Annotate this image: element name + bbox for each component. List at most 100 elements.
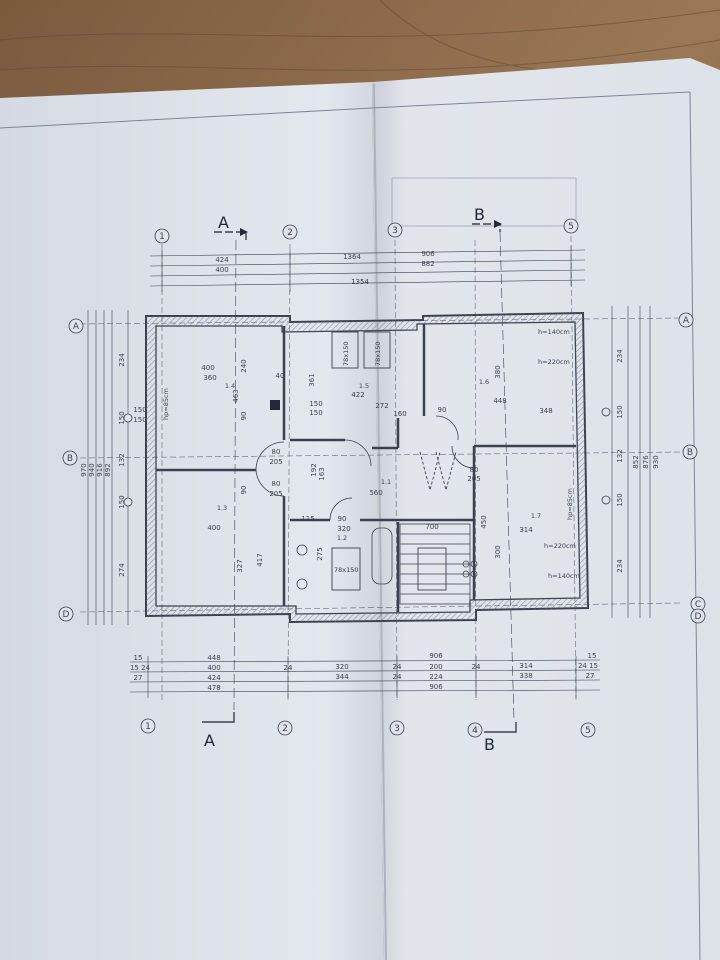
plan-note: hp=85cm	[162, 388, 170, 420]
plan-note: h=220cm	[544, 542, 576, 550]
room-number: 1.1	[381, 478, 391, 486]
axis-label-side: A	[683, 316, 690, 326]
paper-edge-line	[0, 107, 373, 129]
paper-fold	[373, 83, 387, 960]
dim-text: 320	[337, 525, 350, 533]
axis-label-side: D	[695, 612, 702, 622]
dim-text: 40	[276, 372, 285, 380]
axis-label-bottom: 4	[472, 726, 478, 736]
dim-text: 916	[96, 463, 104, 477]
dim-text: 150	[118, 495, 126, 508]
paper-right-page	[372, 58, 720, 960]
dim-text: 906	[421, 250, 435, 258]
dim-text: 205	[467, 475, 480, 483]
dim-text: 360	[203, 374, 216, 382]
dim-text: 90	[438, 406, 447, 414]
dim-text: 80	[272, 480, 281, 488]
axis-label-bottom: 1	[145, 722, 151, 732]
dim-text: 90	[240, 412, 248, 421]
dim-text: 160	[393, 410, 406, 418]
dim-text: 417	[256, 553, 264, 566]
dim-text: 15	[134, 654, 143, 662]
plan-note: 78x150	[374, 341, 382, 366]
section-label-a-top: A	[218, 213, 229, 232]
dim-text: 450	[480, 515, 488, 528]
room-number: 1.4	[225, 382, 235, 390]
dim-text: 24	[393, 673, 402, 681]
dim-text: 424	[215, 256, 229, 264]
room-number: 1.7	[531, 512, 541, 520]
axis-label-side: A	[73, 322, 80, 332]
room-number: 1.6	[479, 378, 489, 386]
dim-text: 876	[642, 455, 650, 469]
dim-text: 200	[429, 663, 442, 671]
axis-label-bottom: 3	[394, 724, 400, 734]
dim-text: 90	[240, 486, 248, 495]
dim-text: 234	[118, 353, 126, 367]
title-block-outline	[391, 177, 577, 227]
axis-label-bottom: 5	[585, 726, 591, 736]
dim-text: 400	[201, 364, 214, 372]
dim-text: 478	[207, 684, 220, 692]
dim-text: 380	[494, 365, 502, 378]
dim-text: 852	[632, 455, 640, 468]
axis-label-side: B	[687, 448, 693, 458]
dim-text: 150	[309, 409, 322, 417]
dim-text: 314	[519, 526, 533, 534]
axis-label-side: B	[67, 454, 73, 464]
axis-label-side: C	[695, 600, 701, 610]
dim-text: 970	[80, 463, 88, 476]
dim-text: 348	[539, 407, 552, 415]
dim-text: 80	[470, 466, 479, 474]
dim-text: 80	[272, 448, 281, 456]
dim-text: 892	[104, 463, 112, 476]
dim-text: 150	[118, 411, 126, 424]
plan-note: h=140cm	[548, 572, 580, 580]
dim-text: 24	[284, 664, 293, 672]
dim-text: 205	[269, 490, 282, 498]
dim-text: 24 15	[578, 662, 598, 670]
dim-text: 327	[236, 559, 244, 572]
axis-label-bottom: 2	[282, 724, 288, 734]
dim-text: 338	[519, 672, 532, 680]
dim-text: 90	[338, 515, 347, 523]
dim-text: 300	[494, 545, 502, 558]
dim-text: 275	[316, 547, 324, 560]
room-number: 1.3	[217, 504, 227, 512]
dim-text: 24	[393, 663, 402, 671]
dim-text: 906	[429, 683, 443, 691]
dim-text: 448	[493, 397, 506, 405]
axis-label-top: 2	[287, 228, 293, 238]
dim-text: 150	[309, 400, 322, 408]
plan-note: 78x150	[342, 341, 350, 366]
dim-text: 274	[118, 563, 126, 577]
axis-label-top: 1	[159, 232, 165, 242]
dim-text: 150	[133, 406, 146, 414]
dim-text: 463	[232, 389, 240, 402]
room-number: 1.5	[359, 382, 369, 390]
dim-text: 150	[616, 493, 624, 506]
dim-text: 906	[429, 652, 443, 660]
plan-note: hp=85cm	[566, 488, 574, 520]
paper-edge-line	[371, 91, 691, 109]
dim-text: 314	[519, 662, 533, 670]
dim-text: 132	[616, 449, 624, 462]
dim-text: 930	[652, 455, 660, 468]
dim-text: 940	[88, 463, 96, 476]
dim-text: 560	[369, 489, 382, 497]
paper-edge-line	[689, 91, 701, 960]
floor-plan	[58, 218, 706, 738]
dim-text: 1364	[343, 253, 361, 261]
dim-text: 132	[118, 453, 126, 466]
dim-text: 1354	[351, 278, 369, 286]
dim-text: 320	[335, 663, 348, 671]
dim-text: 400	[215, 266, 228, 274]
dim-text: 234	[616, 349, 624, 363]
dim-text: 240	[240, 359, 248, 372]
dim-text: 344	[335, 673, 349, 681]
section-label-b-bottom: B	[484, 735, 495, 754]
plan-note: h=140cm	[538, 328, 570, 336]
axis-label-top: 3	[392, 226, 398, 236]
section-label-a-bottom: A	[204, 731, 215, 750]
